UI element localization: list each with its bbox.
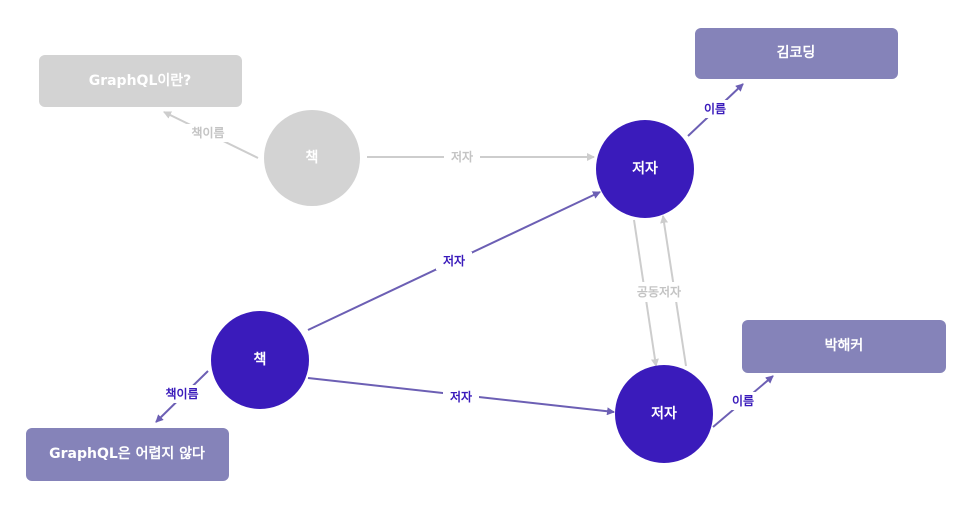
node-book-active[interactable]: 책 xyxy=(211,311,309,409)
node-author-top-label: 저자 xyxy=(632,161,658,177)
box-name-kimcoding[interactable]: 김코딩 xyxy=(695,28,898,79)
node-book-muted-label: 책 xyxy=(306,150,319,166)
edge-label-co-author: 공동저자 xyxy=(637,284,681,299)
edge-label-muted-book-title: 책이름 xyxy=(191,125,224,140)
box-title-muted[interactable]: GraphQL이란? xyxy=(39,55,242,107)
edge-label-book-title-active: 책이름 xyxy=(165,386,198,401)
box-title-active[interactable]: GraphQL은 어렵지 않다 xyxy=(26,428,229,481)
node-book-active-label: 책 xyxy=(254,352,267,368)
box-title-muted-label: GraphQL이란? xyxy=(89,72,192,89)
node-author-top[interactable]: 저자 xyxy=(596,120,694,218)
node-book-muted[interactable]: 책 xyxy=(264,110,360,206)
node-author-bottom-label: 저자 xyxy=(651,406,677,422)
box-name-parkhacker[interactable]: 박해커 xyxy=(742,320,946,373)
box-name-kimcoding-label: 김코딩 xyxy=(777,44,816,61)
edge-label-book-author-bottom: 저자 xyxy=(450,389,472,404)
edge-label-author-top-name: 이름 xyxy=(704,101,726,116)
edge-label-muted-book-author: 저자 xyxy=(451,149,473,164)
edge-label-author-bottom-name: 이름 xyxy=(732,393,754,408)
box-name-parkhacker-label: 박해커 xyxy=(825,337,864,354)
node-author-bottom[interactable]: 저자 xyxy=(615,365,713,463)
edge-label-book-author-top: 저자 xyxy=(443,253,465,268)
box-title-active-label: GraphQL은 어렵지 않다 xyxy=(49,445,205,462)
